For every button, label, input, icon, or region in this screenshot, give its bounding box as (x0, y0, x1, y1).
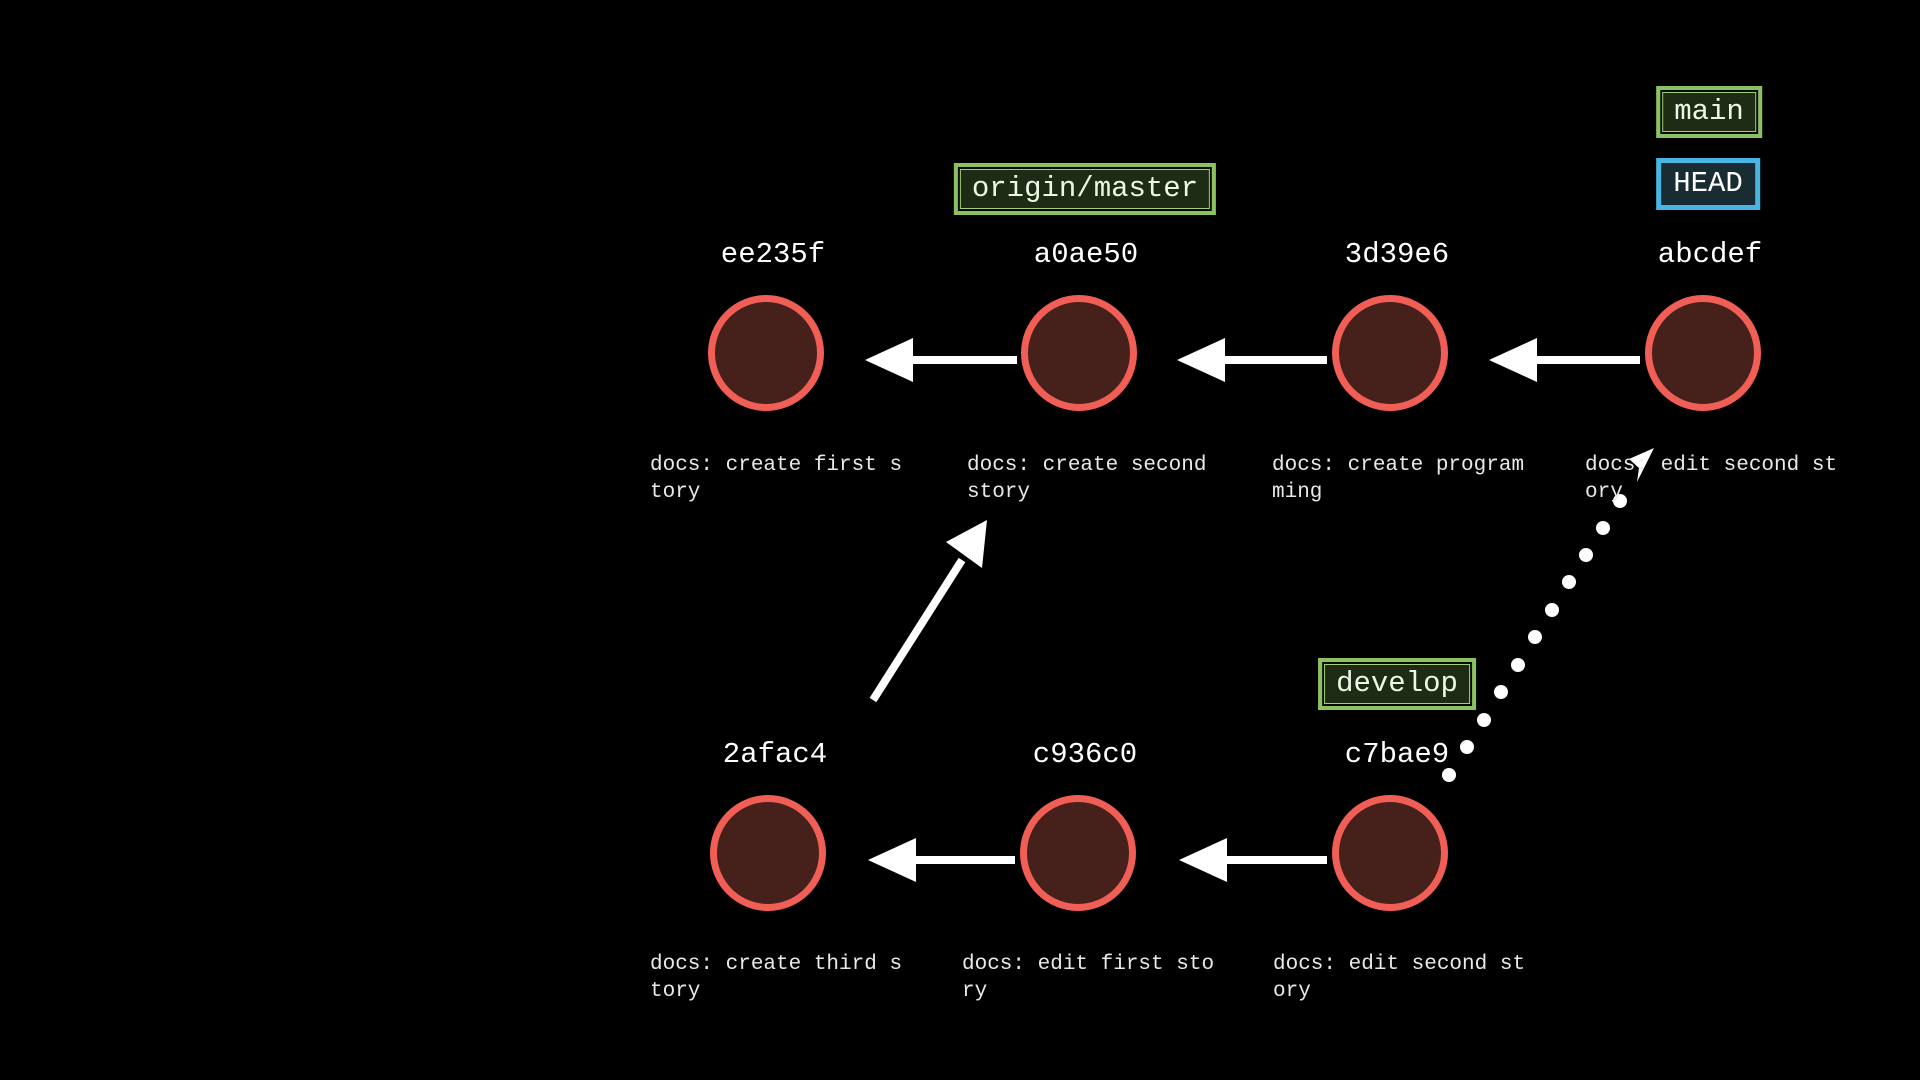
commit-message: docs: create third s tory (650, 953, 903, 1003)
commit-hash: 3d39e6 (1344, 238, 1450, 271)
arrowhead-up-right-icon (946, 520, 987, 568)
dotted-edge-dot (1460, 740, 1474, 754)
edge-abcdef-to-3d39e6 (1489, 338, 1640, 382)
commit-hash: a0ae50 (1033, 238, 1139, 271)
arrowhead-left-icon (868, 838, 916, 882)
branch-label-origin-master: origin/master (953, 163, 1217, 215)
arrowhead-left-icon (865, 338, 913, 382)
commit-hash: 2afac4 (722, 738, 828, 771)
dotted-edge-dot (1494, 685, 1508, 699)
edge-c936c0-to-2afac4 (868, 838, 1015, 882)
arrowhead-left-icon (1179, 838, 1227, 882)
commit-hash: c7bae9 (1344, 738, 1450, 771)
commit-message: docs: create first s tory (650, 454, 903, 504)
dotted-edge-dot (1477, 713, 1491, 727)
arrowhead-left-icon (1489, 338, 1537, 382)
dotted-edge-dot (1579, 548, 1593, 562)
edge-shaft (869, 557, 966, 703)
branch-label-main: main (1656, 86, 1762, 138)
commit-hash: c936c0 (1032, 738, 1138, 771)
dotted-edge-dot (1528, 630, 1542, 644)
commit-node (1332, 795, 1448, 911)
dotted-edge-dot (1511, 658, 1525, 672)
commit-message: docs: edit first sto ry (962, 953, 1215, 1003)
dotted-edge-dot (1562, 575, 1576, 589)
commit-node (708, 295, 824, 411)
head-label: HEAD (1656, 158, 1760, 210)
edge-2afac4-to-a0ae50 (869, 520, 987, 703)
dotted-edge-dot (1545, 603, 1559, 617)
edge-a0ae50-to-ee235f (865, 338, 1017, 382)
commit-hash: ee235f (720, 238, 826, 271)
branch-label-develop: develop (1318, 658, 1476, 710)
commit-message: docs: create second story (967, 454, 1207, 504)
commit-message: docs: edit second st ory (1273, 953, 1526, 1003)
commit-node (1021, 295, 1137, 411)
commit-node (1020, 795, 1136, 911)
arrowhead-left-icon (1177, 338, 1225, 382)
commit-node (1645, 295, 1761, 411)
dotted-edge-dot (1596, 521, 1610, 535)
commit-message: docs: edit second st ory (1585, 454, 1838, 504)
commit-node (1332, 295, 1448, 411)
commit-message: docs: create program ming (1272, 454, 1525, 504)
commit-node (710, 795, 826, 911)
commit-hash: abcdef (1657, 238, 1763, 271)
edge-c7bae9-to-c936c0 (1179, 838, 1327, 882)
edge-3d39e6-to-a0ae50 (1177, 338, 1327, 382)
